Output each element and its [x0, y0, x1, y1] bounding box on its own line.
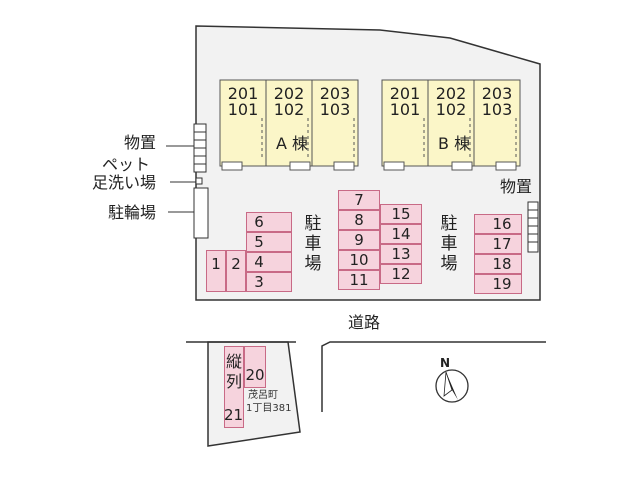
parking-slot-16: 16 [474, 214, 522, 234]
room-upper: 202 [273, 84, 305, 103]
parking-slot-10: 10 [338, 250, 380, 270]
room-upper: 202 [435, 84, 467, 103]
room-b2: 202 102 [428, 86, 474, 118]
room-a2: 202 102 [266, 86, 312, 118]
room-a3: 203 103 [312, 86, 358, 118]
storage-left-strip [193, 123, 207, 173]
bicycle-area [193, 187, 209, 239]
parking-slot-12: 12 [380, 264, 422, 284]
building-a-name: A 棟 [276, 134, 309, 153]
room-lower: 101 [389, 100, 421, 119]
parking-slot-21: 21 [224, 406, 244, 424]
building-b-name: B 棟 [438, 134, 471, 153]
room-a1: 201 101 [220, 86, 266, 118]
address-line-2: 1丁目381 [246, 403, 292, 414]
compass [435, 369, 469, 403]
pet-wash-label-2: 足洗い場 [92, 173, 157, 192]
parking-slot-18: 18 [474, 254, 522, 274]
parking-slot-8: 8 [338, 210, 380, 230]
parking-slot-6: 6 [246, 212, 292, 232]
room-b3: 203 103 [474, 86, 520, 118]
parking-slot-1: 1 [206, 250, 226, 292]
parking-slot-9: 9 [338, 230, 380, 250]
building-a [219, 79, 359, 171]
bicycle-label: 駐輪場 [108, 203, 157, 222]
building-b [381, 79, 521, 171]
pet-wash-box [195, 177, 203, 185]
parking-slot-15: 15 [380, 204, 422, 224]
parking-slot-14: 14 [380, 224, 422, 244]
room-upper: 203 [481, 84, 513, 103]
room-lower: 103 [481, 100, 513, 119]
room-upper: 201 [227, 84, 259, 103]
room-lower: 101 [227, 100, 259, 119]
parking-right-vertical-label: 駐車場 [440, 214, 458, 274]
storage-right-label: 物置 [500, 177, 533, 196]
storage-right-strip [527, 201, 539, 253]
tandem-vertical-label: 縦列 [225, 352, 242, 391]
tandem-slot-area [224, 346, 244, 428]
room-lower: 103 [319, 100, 351, 119]
parking-slot-7: 7 [338, 190, 380, 210]
road-label: 道路 [348, 313, 381, 332]
parking-slot-13: 13 [380, 244, 422, 264]
road-edge-right [321, 341, 546, 412]
pet-wash-label-1: ペット [102, 155, 151, 174]
room-upper: 203 [319, 84, 351, 103]
parking-slot-3: 3 [246, 272, 292, 292]
parking-slot-2: 2 [226, 250, 246, 292]
room-lower: 102 [435, 100, 467, 119]
room-lower: 102 [273, 100, 305, 119]
parking-left-vertical-label: 駐車場 [304, 214, 322, 274]
north-label: N [440, 356, 451, 370]
storage-left-label: 物置 [124, 133, 157, 152]
parking-slot-20: 20 [244, 346, 266, 388]
room-b1: 201 101 [382, 86, 428, 118]
parking-slot-19: 19 [474, 274, 522, 294]
room-upper: 201 [389, 84, 421, 103]
parking-slot-4: 4 [246, 252, 292, 272]
parking-slot-11: 11 [338, 270, 380, 290]
parking-slot-17: 17 [474, 234, 522, 254]
address-line-1: 茂呂町 [248, 390, 278, 401]
parking-slot-5: 5 [246, 232, 292, 252]
